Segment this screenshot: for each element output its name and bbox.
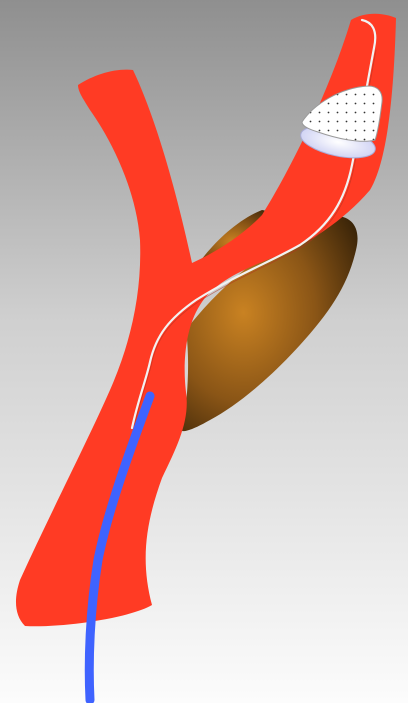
- diagram-canvas: [0, 0, 408, 703]
- diagram-svg: [0, 0, 408, 703]
